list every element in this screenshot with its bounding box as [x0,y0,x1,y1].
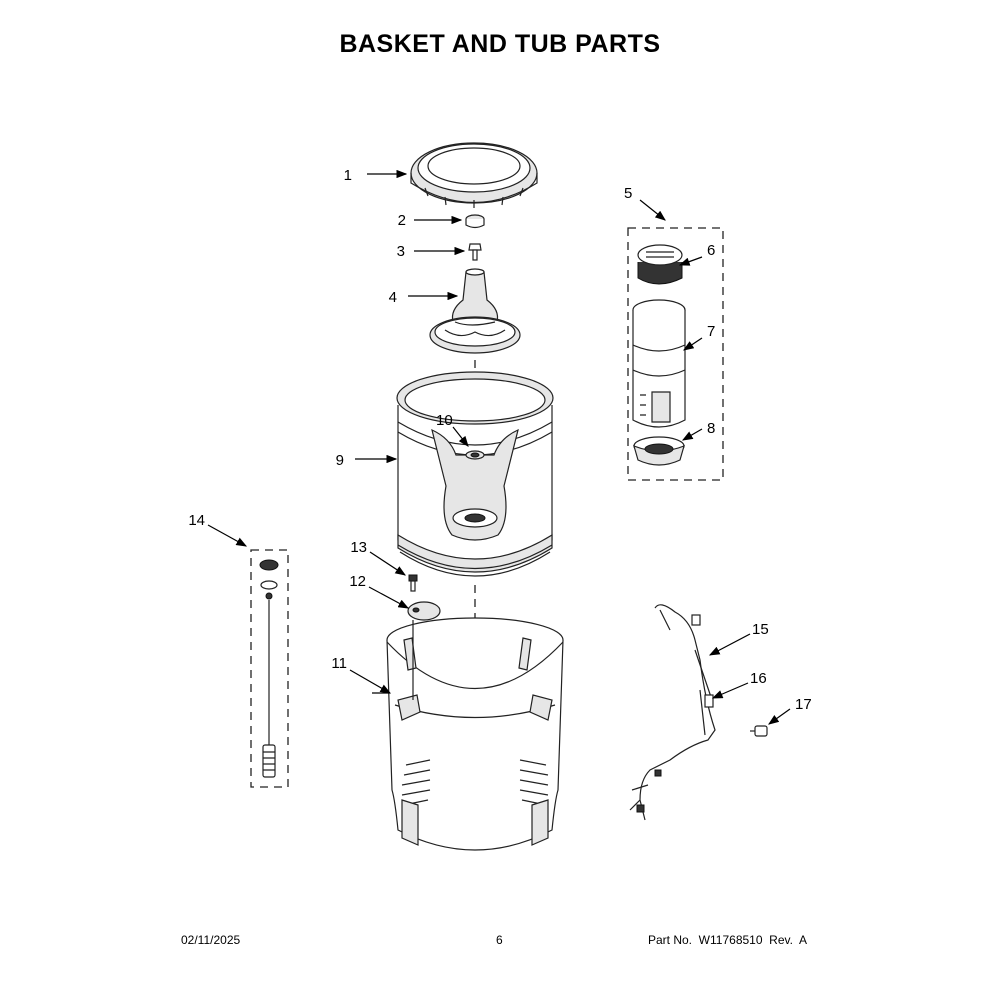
page-title: BASKET AND TUB PARTS [339,30,661,58]
suspension-rod [259,559,279,778]
cap [465,214,485,229]
screw [408,574,418,592]
wire-harness [629,604,716,821]
footer-part-number: Part No. W11768510 Rev. A [648,933,807,947]
callout-7: 7 [707,323,715,340]
callout-1: 1 [344,167,352,184]
suspension-rod-box [250,549,289,788]
connector [750,725,768,737]
bolt [468,243,482,261]
callout-11: 11 [331,655,347,672]
filter-cap [637,244,683,285]
callout-14: 14 [188,512,205,529]
callout-13: 13 [350,539,367,556]
callout-8: 8 [707,420,715,437]
footer-date: 02/11/2025 [181,933,241,947]
callout-5: 5 [624,185,632,202]
callout-16: 16 [750,670,767,687]
callout-15: 15 [752,621,769,638]
filter-base [633,436,685,466]
footer-page-number: 6 [496,933,503,947]
filter-assembly-box [627,227,724,481]
callout-6: 6 [707,242,715,259]
basket-nut [465,450,485,460]
callout-12: 12 [349,573,366,590]
filter-screen [632,299,686,428]
tub-plate [407,601,441,621]
callout-3: 3 [397,243,405,260]
callout-17: 17 [795,696,812,713]
callout-2: 2 [398,212,406,229]
outer-tub [386,617,564,851]
callout-9: 9 [336,452,344,469]
impeller [429,268,521,354]
wash-basket [396,371,554,577]
callout-4: 4 [389,289,397,306]
callout-10: 10 [436,412,453,429]
balance-ring [410,142,538,208]
